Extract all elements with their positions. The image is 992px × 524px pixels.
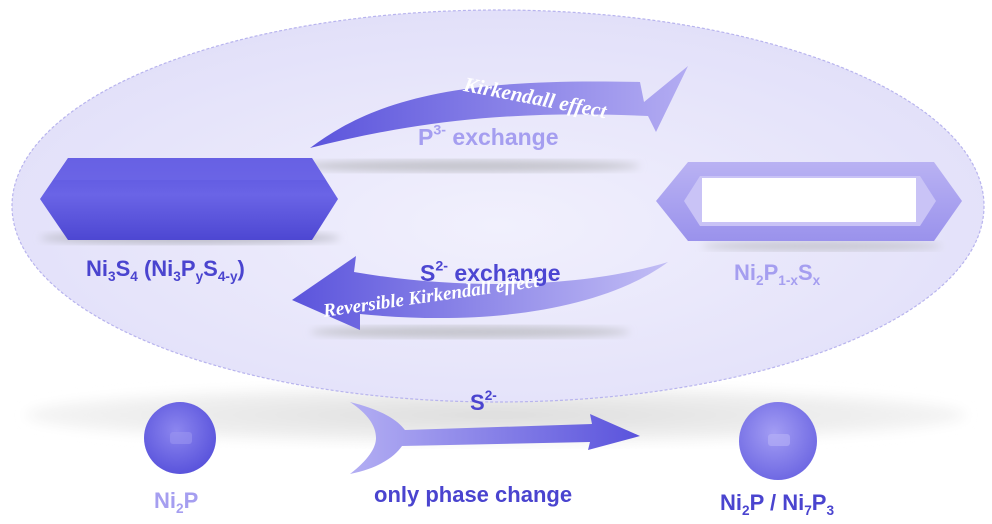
hollow-rod-cavity <box>702 178 916 222</box>
ni2p-label: Ni2P <box>154 488 199 516</box>
only-phase-change-label: only phase change <box>374 482 573 507</box>
bottom-arrow-subtitle: S2- exchange <box>420 259 561 286</box>
top-arrow-shadow <box>300 160 640 172</box>
exchange-text: exchange <box>446 124 559 150</box>
phase-change-arrow <box>350 402 640 474</box>
hollow-rod-shadow <box>702 241 942 251</box>
ni3s4-label: Ni3S4 (Ni3PyS4-y) <box>86 256 245 284</box>
s-charge: 2- <box>435 258 449 275</box>
ni2p1xsx-label: Ni2P1-xSx <box>734 260 821 288</box>
s-symbol: S <box>420 260 436 286</box>
bottom-arrow-shadow <box>310 326 630 338</box>
exchange-text: exchange <box>448 260 561 286</box>
s2-ion-label: S2- <box>470 387 497 415</box>
bottom-curved-arrow <box>292 256 668 330</box>
p-charge: 3- <box>433 122 447 139</box>
bottom-shadow-band <box>26 387 966 443</box>
ni2p-ni7p3-sphere-shine <box>768 434 790 446</box>
ni2p-sphere-shine <box>170 432 192 444</box>
top-curved-arrow <box>310 66 688 148</box>
reaction-ellipse <box>11 9 985 403</box>
ni3s4-rod-highlight <box>54 158 326 180</box>
ni2p-ni7p3-label: Ni2P / Ni7P3 <box>720 490 835 518</box>
top-arrow-subtitle: P3- exchange <box>418 123 559 150</box>
p-symbol: P <box>418 124 434 150</box>
